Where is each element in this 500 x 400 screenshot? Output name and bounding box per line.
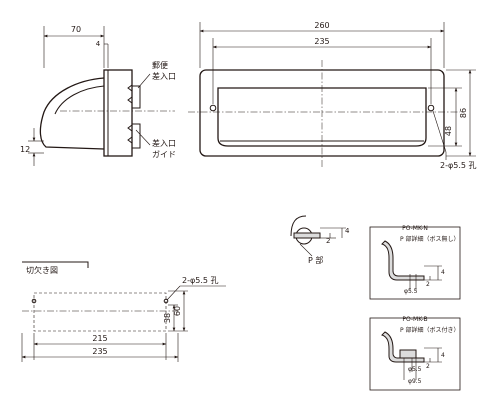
cutout-dim-offset: 38 [163,313,172,323]
dim-overall-width: 260 [314,21,329,30]
label-guide-line2: ガイド [152,149,176,159]
detail-n-caption: P 部詳細（ボス無し） [400,235,460,243]
front-opening [217,87,427,147]
detail-b-section [381,331,425,363]
dim-opening: 48 [444,126,453,136]
dim-hole-pitch: 235 [314,37,329,46]
detail-n-dim-a: 4 [441,269,445,276]
hood-profile [39,77,105,150]
front-hole-callout: 2-φ5.5 孔 [440,161,477,170]
boss-upper [131,85,141,109]
label-guide-line1: 差入口 [152,138,176,148]
detail-b-dim-a: 4 [441,352,445,359]
cutout-hole-right [163,298,169,304]
guide-ribs [127,84,133,144]
p-part: 4 2 P 部 [290,215,350,265]
cutout-view: 切欠き図 2-φ5.5 孔 60 38 215 235 [21,261,226,362]
cutout-dim-width: 215 [92,334,107,343]
flange-plate [103,69,133,157]
cutout-dim-height: 60 [173,306,182,316]
detail-b-model: PO-MK-B [402,316,427,323]
cutout-title-frame [22,261,89,268]
cutout-outline [33,292,167,332]
detail-b-dim-b: 2 [426,363,430,370]
label-mail-slot-line1: 郵便 [152,60,168,70]
detail-n-dim-b: 2 [426,281,430,288]
detail-b-dim-boss: φ9.5 [408,378,422,385]
side-view: 70 4 12 郵便 差入口 差入口 ガイド [20,25,176,166]
mount-hole-right [427,104,435,112]
dim-lip: 12 [20,145,30,154]
detail-n-dim-hole: φ5.5 [404,288,418,295]
detail-n-model: PO-MK-N [402,225,428,232]
cutout-hole-callout: 2-φ5.5 孔 [182,276,219,285]
cutout-hole-left [31,298,37,304]
detail-n: PO-MK-N P 部詳細（ボス無し） φ5.5 4 2 [369,225,461,300]
detail-n-section [381,240,425,281]
label-mail-slot-line2: 差入口 [152,71,176,81]
boss-lower [131,123,141,149]
detail-b-boss [399,349,417,359]
cutout-dim-pitch: 235 [92,347,107,356]
p-part-flange [293,232,321,239]
front-view: 260 235 86 48 2-φ5.5 孔 [188,21,477,170]
p-part-dim-b: 2 [326,237,330,245]
dim-height: 86 [459,108,468,118]
detail-b: PO-MK-B P 部詳細（ボス付き） φ5.5 φ9.5 4 2 [369,316,461,391]
dim-depth: 70 [71,25,81,34]
dim-flange: 4 [96,40,101,48]
p-part-profile [290,215,307,237]
mount-hole-left [209,104,217,112]
detail-b-caption: P 部詳細（ボス付き） [400,326,460,334]
cutout-title: 切欠き図 [26,265,58,275]
p-part-label: P 部 [308,255,323,265]
hood-inner-line [54,85,105,115]
detail-b-dim-hole: φ5.5 [408,366,422,373]
detail-n-frame [369,226,461,300]
detail-b-frame [369,317,461,391]
p-part-dim-a: 4 [345,227,350,235]
